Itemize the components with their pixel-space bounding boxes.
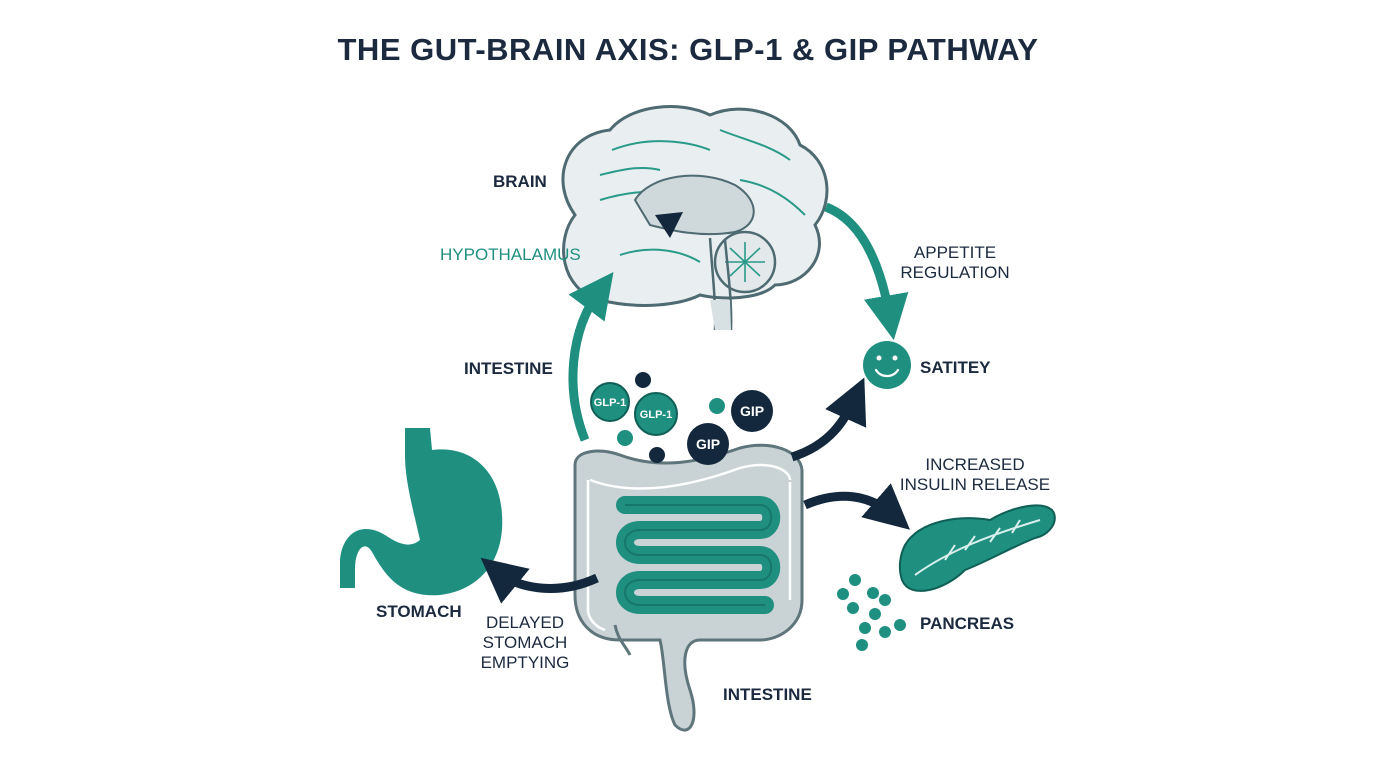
label-satiety: SATITEY bbox=[920, 358, 991, 377]
arrow-brain-to-satiety bbox=[824, 202, 909, 341]
label-appetite-2: REGULATION bbox=[900, 263, 1009, 282]
gip-molecule-a: GIP bbox=[731, 390, 773, 432]
label-appetite-1: APPETITE bbox=[914, 243, 996, 262]
label-pancreas: PANCREAS bbox=[920, 614, 1014, 633]
label-intestine-top: INTESTINE bbox=[464, 359, 553, 378]
glp1-molecule-a: GLP-1 bbox=[590, 382, 630, 422]
arrow-intestine-to-pancreas bbox=[803, 483, 910, 530]
glp1-molecule-b: GLP-1 bbox=[634, 392, 678, 436]
label-brain: BRAIN bbox=[493, 172, 547, 191]
pancreas-icon bbox=[898, 504, 1056, 592]
small-molecules bbox=[617, 372, 725, 463]
arrow-intestine-to-stomach bbox=[480, 557, 599, 604]
svg-text:GLP-1: GLP-1 bbox=[594, 397, 626, 409]
label-delayed-1: DELAYED bbox=[486, 613, 564, 632]
label-delayed-3: EMPTYING bbox=[481, 653, 570, 672]
label-intestine-bottom: INTESTINE bbox=[723, 685, 812, 704]
arrow-intestine-to-brain bbox=[568, 271, 614, 442]
label-hypothalamus: HYPOTHALAMUS bbox=[440, 245, 581, 264]
svg-text:GLP-1: GLP-1 bbox=[640, 409, 672, 421]
stomach-icon bbox=[340, 428, 503, 596]
satiety-smiley-icon bbox=[863, 341, 911, 389]
intestine-icon bbox=[573, 443, 804, 732]
svg-text:GIP: GIP bbox=[740, 403, 764, 419]
brain-icon bbox=[561, 105, 829, 331]
arrow-intestine-to-satiety bbox=[790, 377, 867, 462]
label-stomach: STOMACH bbox=[376, 602, 462, 621]
pancreas-granules bbox=[837, 574, 906, 651]
label-insulin-1: INCREASED bbox=[925, 455, 1024, 474]
svg-text:GIP: GIP bbox=[696, 436, 720, 452]
gip-molecule-b: GIP bbox=[687, 423, 729, 465]
label-delayed-2: STOMACH bbox=[483, 633, 568, 652]
label-insulin-2: INSULIN RELEASE bbox=[900, 475, 1050, 494]
diagram-title: THE GUT-BRAIN AXIS: GLP-1 & GIP PATHWAY bbox=[337, 32, 1039, 67]
